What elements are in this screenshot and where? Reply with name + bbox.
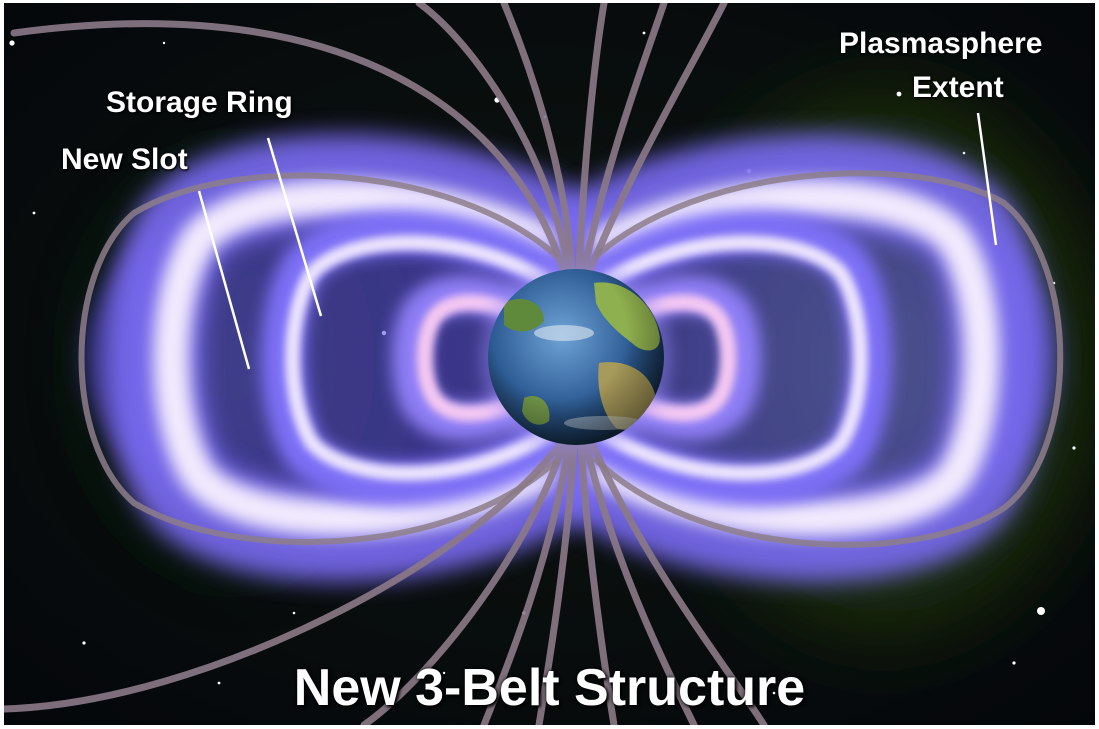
radiation-belts-right [556, 134, 1059, 582]
plasmasphere-label-line1: Plasmasphere [839, 27, 1043, 60]
radiation-belts-left [84, 134, 597, 582]
diagram-canvas: New Slot Storage Ring Plasmasphere Exten… [4, 3, 1095, 725]
magnetic-field-lines [4, 3, 768, 725]
plasmasphere-extent-outline [78, 170, 1064, 548]
radiation-belt-illustration [4, 3, 1095, 725]
label-pointer-lines [197, 112, 998, 370]
new-slot-label: New Slot [61, 143, 188, 176]
plasmasphere-label-line2: Extent [912, 71, 1004, 104]
earth-globe [480, 261, 672, 453]
diagram-title: New 3-Belt Structure [293, 659, 806, 717]
storage-ring-label: Storage Ring [106, 86, 293, 119]
